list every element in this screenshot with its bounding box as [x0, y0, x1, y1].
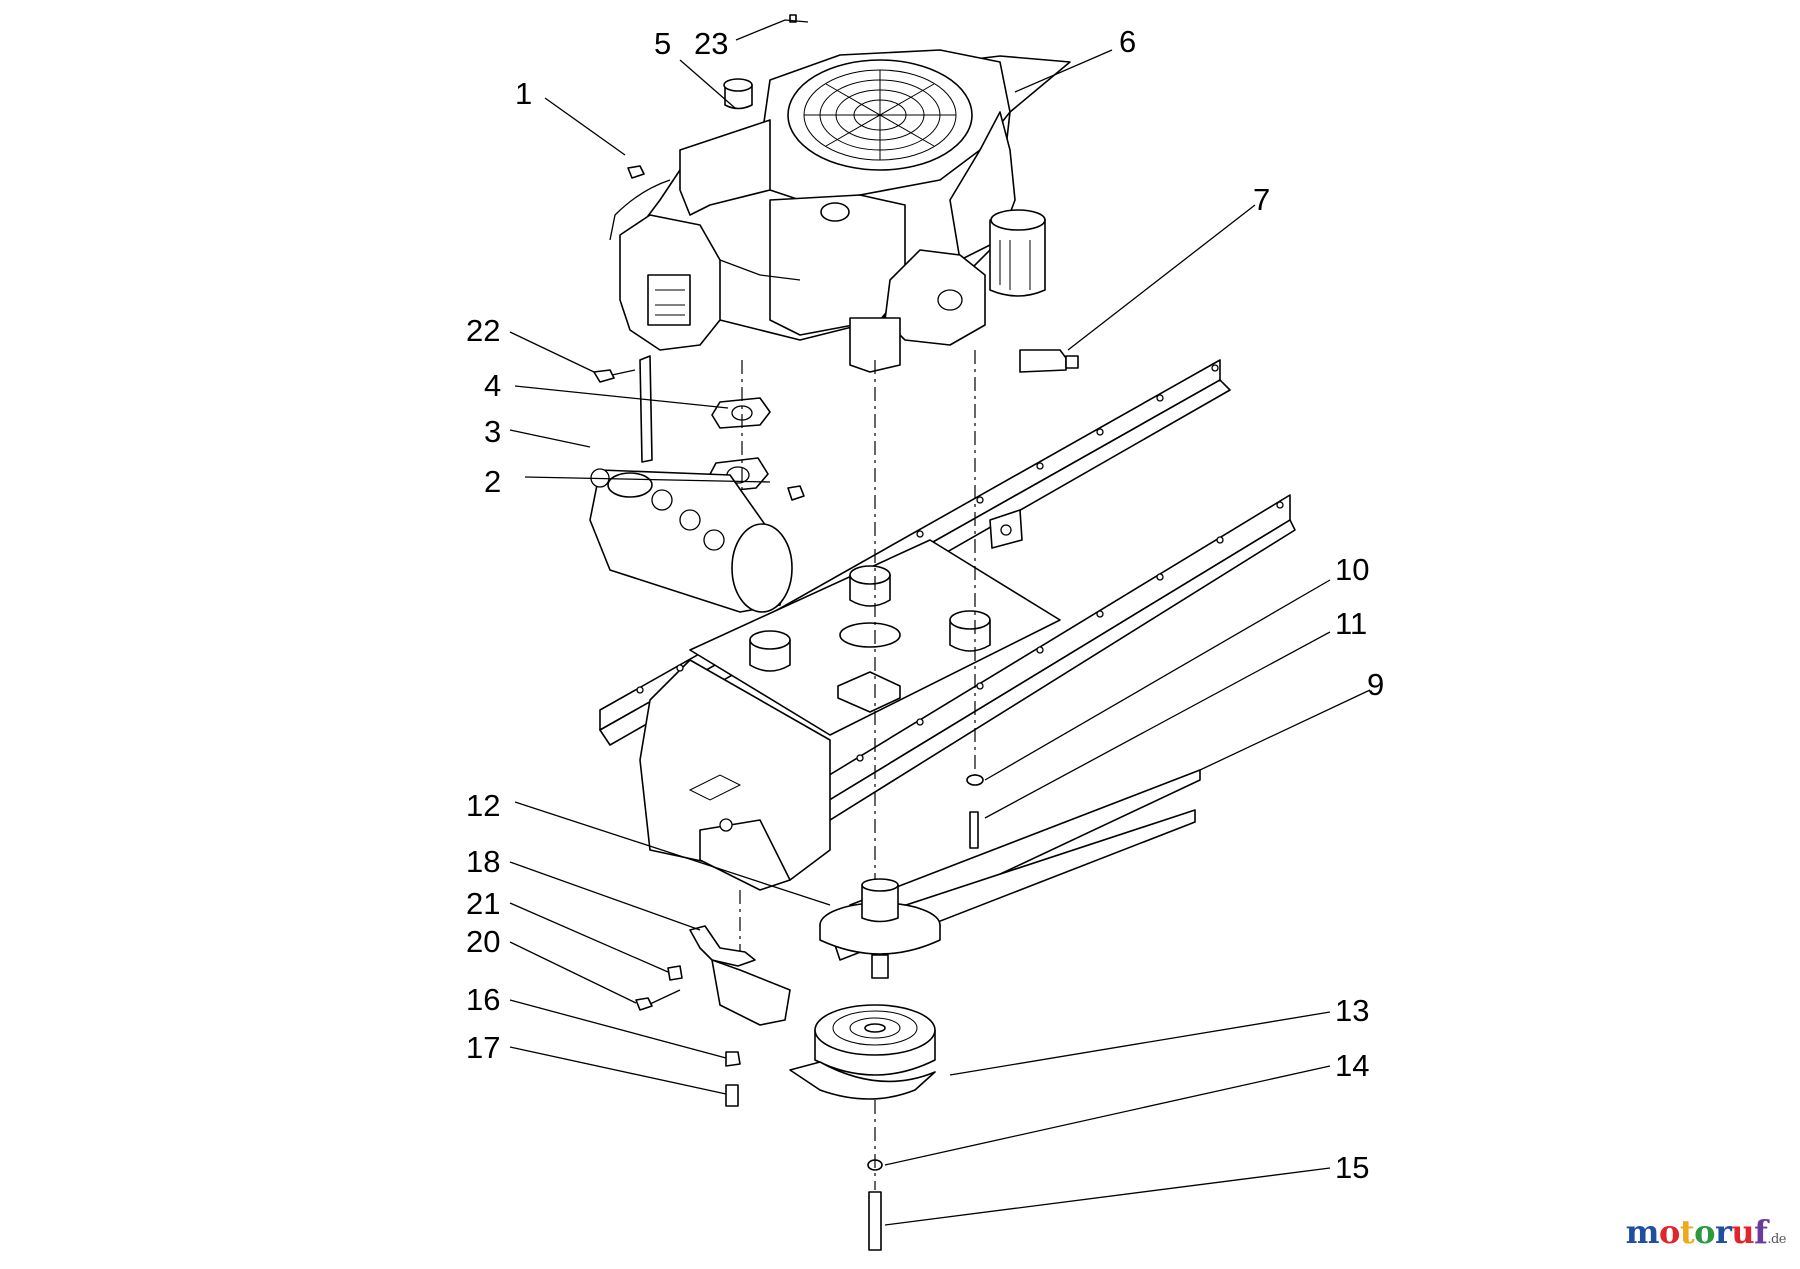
- air-filter-grill: [787, 59, 973, 171]
- callout-22: 22: [466, 313, 500, 348]
- clip-21: [667, 965, 683, 981]
- callout-14: 14: [1335, 1048, 1369, 1083]
- watermark-letter: o: [1658, 1213, 1680, 1251]
- watermark-letter: f: [1754, 1213, 1768, 1251]
- callout-18: 18: [466, 844, 500, 879]
- callout-9: 9: [1367, 667, 1384, 702]
- callout-4: 4: [484, 368, 501, 403]
- oil-filter: [989, 209, 1046, 297]
- callout-21: 21: [466, 886, 500, 921]
- bolt-22: [593, 369, 615, 383]
- washer-10: [966, 774, 984, 786]
- callout-1: 1: [515, 76, 532, 111]
- bolt-15: [868, 1191, 882, 1251]
- callout-5: 5: [654, 26, 671, 61]
- muffler-bracket: [639, 355, 653, 463]
- callout-17: 17: [466, 1030, 500, 1065]
- callout-2: 2: [484, 464, 501, 499]
- callout-3: 3: [484, 414, 501, 449]
- callout-6: 6: [1119, 24, 1136, 59]
- callout-11: 11: [1335, 606, 1367, 641]
- gasket-4: [711, 397, 771, 429]
- watermark-letter: o: [1694, 1213, 1715, 1251]
- engine: [609, 49, 1071, 373]
- callout-23: 23: [694, 26, 728, 61]
- callout-numbers: 1 2 3 4 5 6 7 9 10 11 12 13 14 15 16 17 …: [466, 24, 1384, 1185]
- callout-7: 7: [1253, 182, 1270, 217]
- callout-15: 15: [1335, 1150, 1369, 1185]
- callout-12: 12: [466, 788, 500, 823]
- bolt-11: [969, 811, 979, 849]
- watermark-letter: m: [1625, 1213, 1660, 1251]
- nut-2: [787, 485, 805, 501]
- callout-10: 10: [1335, 552, 1369, 587]
- callout-16: 16: [466, 982, 500, 1017]
- muffler: [589, 468, 793, 613]
- nut-16: [725, 1051, 741, 1067]
- clutch-bracket: [689, 925, 791, 1026]
- motoruf-watermark-logo: motoruf.de: [1625, 1213, 1787, 1251]
- bolt-17: [725, 1084, 739, 1107]
- rail-holes: [636, 364, 1284, 762]
- watermark-letter: t: [1679, 1213, 1695, 1251]
- engine-mounts: [749, 565, 991, 713]
- frame: [599, 359, 1296, 891]
- engine-pulley: [819, 878, 941, 979]
- oil-pressure-switch: [1019, 349, 1079, 373]
- leader-lines: [509, 19, 1371, 1226]
- electric-clutch: [789, 1004, 936, 1100]
- callout-13: 13: [1335, 993, 1369, 1028]
- dipstick-cap: [723, 78, 753, 110]
- watermark-letter: u: [1731, 1213, 1755, 1251]
- callout-20: 20: [466, 924, 500, 959]
- watermark-suffix: .de: [1767, 1232, 1786, 1247]
- nut-1: [627, 165, 645, 179]
- screw-20: [635, 997, 653, 1011]
- watermark-letter: r: [1714, 1213, 1732, 1251]
